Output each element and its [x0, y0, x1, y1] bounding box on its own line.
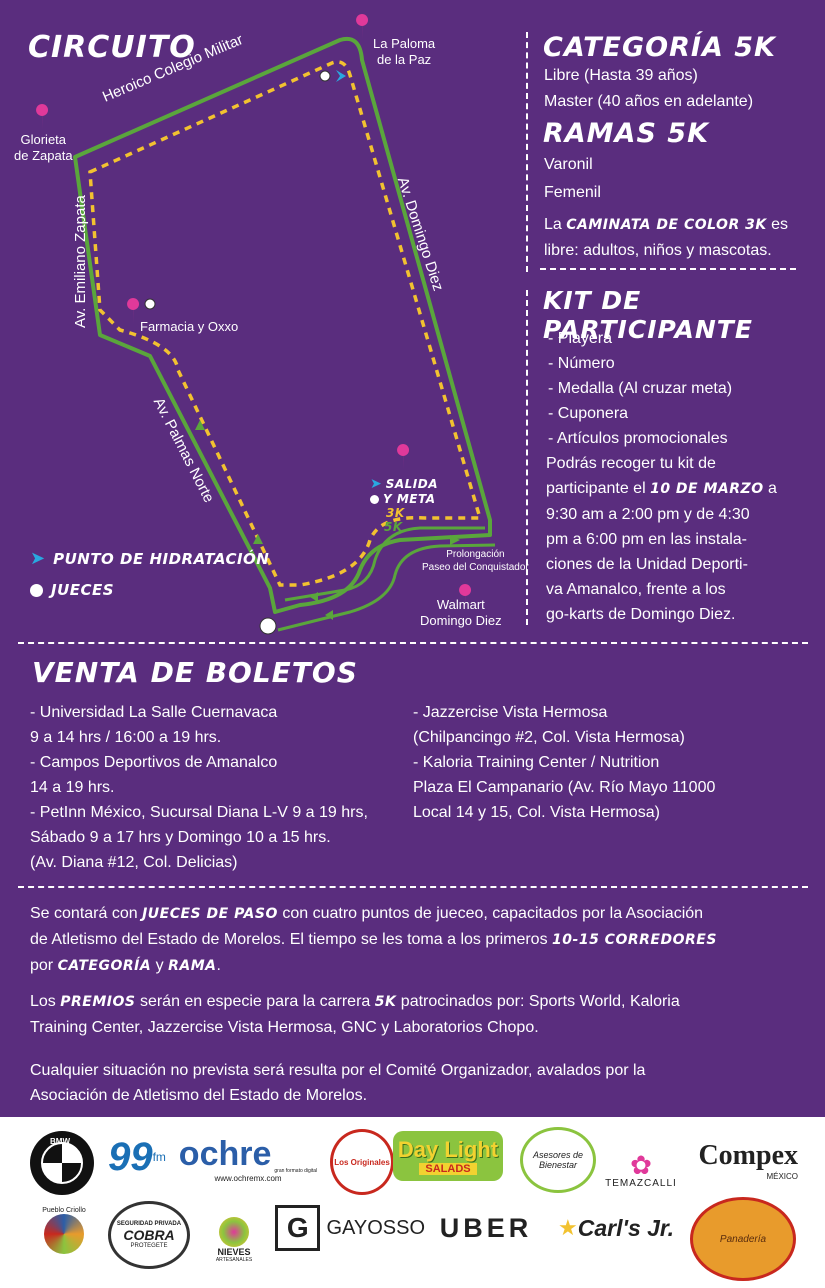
boletos-line: - Kaloria Training Center / Nutrition — [413, 754, 660, 771]
logo-asesores: Asesores de Bienestar — [520, 1127, 596, 1193]
legend: ➤ Punto de hidratación Jueces — [30, 548, 270, 599]
boletos-line: - Campos Deportivos de Amanalco — [30, 754, 278, 771]
clock-icon — [30, 583, 43, 597]
kit-item: - Número — [548, 355, 615, 372]
boletos-line: - Universidad La Salle Cuernavaca — [30, 704, 278, 721]
categoria-item: Master (40 años en adelante) — [544, 93, 754, 110]
boletos-line: - PetInn México, Sucursal Diana L-V 9 a … — [30, 804, 368, 821]
place-paloma: La Paloma de la Paz — [373, 36, 436, 67]
ramas-item: Varonil — [544, 156, 593, 173]
boletos-line: 14 a 19 hrs. — [30, 779, 115, 796]
logo-cobra: SEGURIDAD PRIVADA COBRA PROTEGETE — [108, 1201, 190, 1269]
info-paragraph-1: Se contará con jueces de paso con cuatro… — [30, 905, 717, 974]
bird-icon: ✿ — [630, 1150, 652, 1180]
boletos-line: Plaza El Campanario (Av. Río Mayo 11000 — [413, 779, 716, 796]
boletos-line: 9 a 14 hrs / 16:00 a 19 hrs. — [30, 729, 222, 746]
logo-panaderia: Panadería — [690, 1197, 796, 1281]
water-arrow-icon: ➤ — [30, 548, 46, 568]
circuit-title: Circuito — [28, 30, 196, 65]
kit-list: - Playera - Número - Medalla (Al cruzar … — [548, 326, 732, 451]
boletos-left: - Universidad La Salle Cuernavaca 9 a 14… — [30, 700, 410, 875]
kit-item: - Medalla (Al cruzar meta) — [548, 380, 733, 397]
section-divider — [18, 642, 808, 644]
categoria-title: Categoría 5K — [543, 32, 776, 63]
route-5k — [73, 37, 492, 614]
logo-daylight: Day Light SALADS — [393, 1131, 503, 1181]
boletos-right: - Jazzercise Vista Hermosa (Chilpancingo… — [413, 700, 813, 825]
route-3k — [88, 60, 483, 587]
logo-pueblo-criollo: Pueblo Criollo — [36, 1199, 92, 1261]
kit-item: - Cuponera — [548, 405, 629, 422]
logo-carls-jr: ★ Carl's Jr. — [558, 1214, 674, 1241]
place-walmart: Walmart Domingo Diez — [420, 597, 502, 628]
boletos-line: - Jazzercise Vista Hermosa — [413, 704, 608, 721]
kit-item: - Artículos promocionales — [548, 430, 728, 447]
logo-nieves: NIEVES ARTESANALES — [206, 1197, 262, 1263]
info-paragraph-2: Los premios serán en especie para la car… — [30, 993, 680, 1036]
boletos-title: Venta de boletos — [32, 656, 358, 689]
street-zapata: Av. Emiliano Zapata — [72, 195, 89, 328]
info-paragraph-3: Cualquier situación no prevista será res… — [30, 1062, 646, 1104]
logo-uber: UBER — [439, 1212, 533, 1243]
place-farmacia: Farmacia y Oxxo — [140, 319, 239, 334]
street-prolongacion: Prolongación Paseo del Conquistador — [422, 549, 529, 573]
column-divider — [526, 32, 528, 272]
star-icon: ★ — [558, 1215, 578, 1240]
place-glorieta: Glorieta de Zapata — [14, 132, 73, 163]
boletos-line: Local 14 y 15, Col. Vista Hermosa) — [413, 804, 660, 821]
logo-temazcalli: ✿ TEMAZCALLI — [605, 1150, 677, 1189]
boletos-line: (Av. Diana #12, Col. Delicias) — [30, 854, 238, 871]
clock-icon — [370, 494, 379, 504]
logo-originales: Los Originales — [330, 1129, 394, 1195]
start-marker: ➤ Salida y meta 3K 5K — [370, 475, 439, 534]
caminata-text-2: libre: adultos, niños y mascotas. — [544, 242, 772, 259]
route-map — [36, 14, 496, 635]
logo-compex: Compex MÉXICO — [698, 1139, 798, 1181]
boletos-line: Sábado 9 a 17 hrs y Domingo 10 a 15 hrs. — [30, 829, 331, 846]
categoria-item: Libre (Hasta 39 años) — [544, 67, 698, 84]
water-arrow-icon: ➤ — [370, 475, 382, 491]
kit-item: - Playera — [548, 330, 613, 347]
kit-paragraph: Podrás recoger tu kit de participante el… — [546, 455, 777, 623]
ramas-item: Femenil — [544, 184, 601, 201]
logo-bmw — [30, 1131, 94, 1195]
ramas-title: Ramas 5K — [543, 118, 710, 149]
kit-title: Kit de participante — [543, 286, 753, 344]
logo-gayosso: G GAYOSSO — [275, 1205, 425, 1251]
caminata-text: La caminata de color 3K es — [544, 216, 789, 233]
boletos-line: (Chilpancingo #2, Col. Vista Hermosa) — [413, 729, 685, 746]
